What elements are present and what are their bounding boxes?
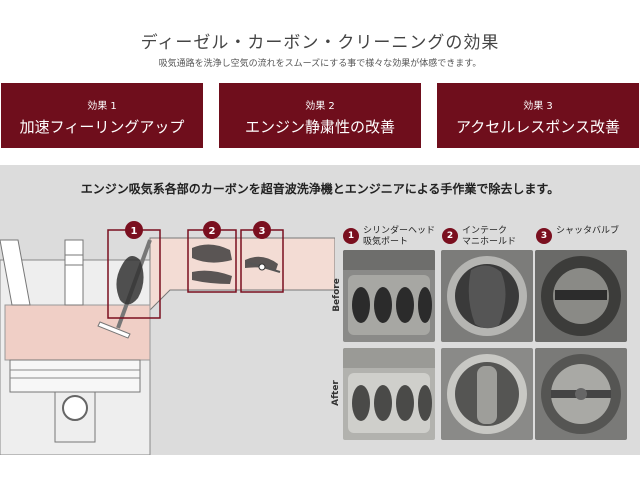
effect-number: 効果 1	[87, 101, 117, 112]
effect-number: 効果 2	[305, 101, 335, 112]
injector	[64, 239, 84, 306]
piston	[9, 359, 141, 393]
marker-3	[253, 221, 271, 239]
photo-before-port	[343, 250, 435, 342]
engine-diagram: 1 2 3	[0, 221, 335, 455]
legend-badge: 1	[343, 228, 359, 244]
page-subtitle: 吸気通路を洗浄し空気の流れをスムーズにする事で様々な効果が体感できます。	[158, 59, 482, 69]
row-label-after: After	[330, 380, 341, 406]
legend-badge: 3	[536, 228, 552, 244]
page-title: ディーゼル・カーボン・クリーニングの効果	[140, 33, 500, 53]
legend-badge: 2	[442, 228, 458, 244]
photo-after-port	[343, 348, 435, 440]
carbon-deposit-manifold	[192, 244, 232, 263]
legend-line2: 吸気ポート	[363, 237, 409, 247]
marker-label-3: 3	[259, 226, 266, 237]
exhaust-valve	[0, 239, 31, 306]
effect-name: アクセルレスポンス改善	[456, 118, 620, 136]
effect-card-2: 効果 2 エンジン静粛性の改善	[219, 83, 421, 148]
effect-number: 効果 3	[523, 101, 553, 112]
legend-line1: シャッタバルブ	[556, 226, 620, 236]
marker-label-2: 2	[209, 226, 216, 237]
effect-name: エンジン静粛性の改善	[244, 118, 395, 136]
marker-2	[203, 221, 221, 239]
photo-before-manifold	[441, 250, 533, 342]
row-label-before: Before	[331, 278, 342, 312]
photo-after-manifold	[441, 348, 533, 440]
photo-after-shutter	[535, 348, 627, 440]
legend-line2: マニホールド	[462, 237, 517, 247]
carbon-deposit-shutter	[245, 256, 278, 270]
effect-name: 加速フィーリングアップ	[19, 118, 185, 136]
carbon-deposit-port	[116, 256, 144, 305]
photo-before-shutter	[535, 250, 627, 342]
intake-pipe	[149, 237, 335, 312]
marker-1	[125, 221, 143, 239]
piston-pin	[62, 395, 88, 421]
panel-caption: エンジン吸気系各部のカーボンを超音波洗浄機とエンジニアによる手作業で除去します。	[80, 182, 560, 196]
effect-card-3: 効果 3 アクセルレスポンス改善	[437, 83, 639, 148]
effect-card-1: 効果 1 加速フィーリングアップ	[1, 83, 203, 148]
legend-line1: シリンダーヘッド	[363, 226, 436, 236]
marker-label-1: 1	[131, 226, 138, 237]
combustion-chamber	[4, 304, 151, 361]
legend-line1: インテーク	[462, 226, 508, 236]
